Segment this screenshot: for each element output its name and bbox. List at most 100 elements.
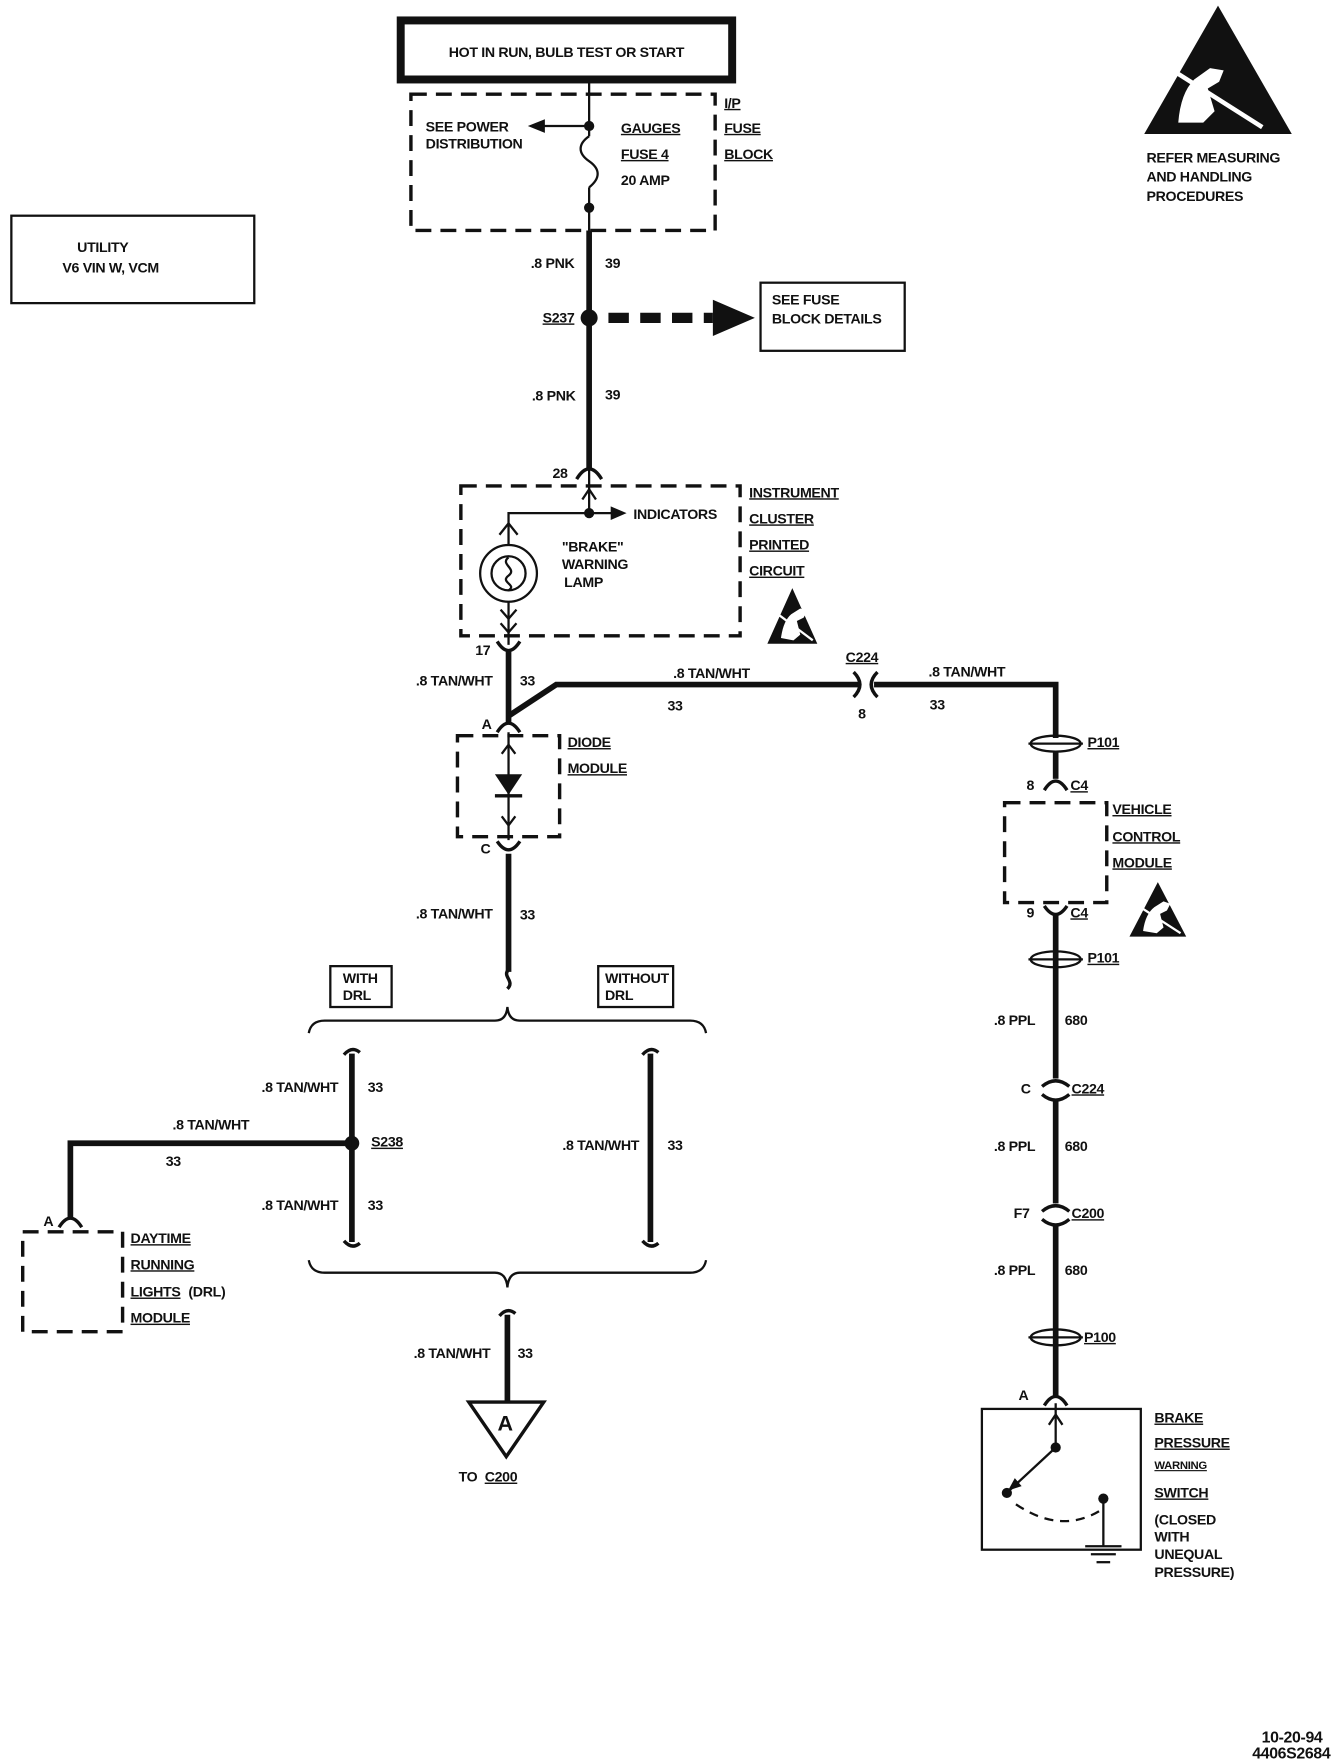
switch-label3: WARNING — [1154, 1460, 1207, 1472]
fuse-block-outline — [409, 92, 717, 233]
indicators-label: INDICATORS — [633, 507, 717, 523]
fuse-block-label1: I/P — [724, 96, 740, 112]
vcm-label2: CONTROL — [1112, 829, 1180, 845]
cluster-label2: CLUSTER — [749, 511, 814, 527]
power-header-text: HOT IN RUN, BULB TEST OR START — [449, 45, 685, 61]
vcm-c4-label: C4 — [1070, 905, 1088, 921]
vcm-pin-9 — [1042, 904, 1069, 917]
esd-notice: REFER MEASURING AND HANDLING PROCEDURES — [1144, 5, 1292, 205]
wire-break-mark — [641, 1239, 660, 1248]
cluster-label4: CIRCUIT — [749, 564, 805, 580]
diode-module: A DIODE MODULE C — [455, 717, 627, 858]
option-brace-top — [307, 1006, 708, 1034]
connector-c224-female — [869, 670, 879, 699]
switch-outline — [980, 1407, 1142, 1551]
chevron-down-icon — [500, 815, 517, 828]
wire-label: .8 TAN/WHT — [416, 906, 493, 922]
wire-break-mark — [504, 968, 512, 991]
with-drl-line1: WITH — [343, 971, 378, 987]
lamp-feed-line — [507, 512, 590, 545]
vehicle-control-module: 8 C4 VEHICLE CONTROL MODULE 9 C4 — [1002, 778, 1187, 937]
drl-pin-a-label: A — [43, 1214, 53, 1230]
wire-label: .8 TAN/WHT — [562, 1138, 639, 1154]
power-header-frame — [396, 16, 737, 84]
connector-c200-label: C200 — [1072, 1206, 1105, 1222]
switch-note3: UNEQUAL — [1154, 1547, 1222, 1563]
wire-label: .8 TAN/WHT — [173, 1118, 250, 1134]
connector-c224-male — [1040, 1079, 1071, 1088]
pin-28-label: 28 — [552, 466, 568, 482]
tan-wht-wire-to-c224 — [508, 681, 859, 718]
drl-module-outline — [21, 1230, 125, 1334]
wire-break-mark — [641, 1047, 660, 1056]
drl-label1: DAYTIME — [131, 1231, 191, 1247]
lamp-label-line1: "BRAKE" — [562, 540, 624, 556]
fuse-rating: 20 AMP — [621, 173, 670, 189]
chevron-down-icon — [499, 608, 518, 621]
see-power-line1: SEE POWER — [426, 120, 509, 136]
switch-label1: BRAKE — [1154, 1411, 1203, 1427]
fuse-details-line2: BLOCK DETAILS — [772, 312, 882, 328]
connector-p100: P100 — [1028, 1328, 1117, 1347]
circuit-number: 33 — [930, 698, 946, 714]
wire-label: .8 PPL — [994, 1263, 1036, 1279]
arrow-left-icon — [527, 119, 545, 133]
vehicle-info-line1: UTILITY — [77, 240, 129, 256]
splice-s238-label: S238 — [371, 1135, 403, 1151]
circuit-number: 33 — [518, 1346, 534, 1362]
esd-warning-icon — [1144, 5, 1292, 134]
switch-travel-arc — [1015, 1503, 1102, 1523]
wire-break-mark — [342, 1047, 361, 1056]
connector-c200-male — [1040, 1204, 1071, 1213]
circuit-number: 33 — [368, 1198, 384, 1214]
diode-pin-c — [495, 840, 522, 852]
drl-label3-suffix: (DRL) — [188, 1285, 226, 1301]
circuit-number: 33 — [667, 1138, 683, 1154]
brake-pressure-switch: A BRAKE PRESSURE WARNING SWITCH (CLOSED … — [980, 1388, 1235, 1581]
with-drl-box — [329, 965, 393, 1009]
offpage-symbol: A — [498, 1410, 513, 1435]
wire-label: .8 TAN/WHT — [673, 666, 750, 682]
diode-pin-c-label: C — [480, 842, 490, 858]
connector-pin-28 — [575, 467, 604, 481]
switch-label2: PRESSURE — [1154, 1436, 1229, 1452]
chevron-up-icon — [581, 487, 597, 501]
diode-pin-a-label: A — [482, 717, 492, 733]
wire-label: .8 TAN/WHT — [929, 665, 1006, 681]
connector-c224-label: C224 — [1072, 1081, 1105, 1097]
splice-s237-label: S237 — [543, 310, 575, 326]
cluster-label1: INSTRUMENT — [749, 485, 839, 501]
connector-c200-female — [1040, 1217, 1071, 1227]
circuit-number: 33 — [166, 1154, 182, 1170]
offpage-triangle-icon — [465, 1400, 547, 1460]
lamp-label-line2: WARNING — [562, 557, 628, 573]
circuit-number: 33 — [667, 699, 683, 715]
vcm-label3: MODULE — [1112, 855, 1171, 871]
wire-label: .8 TAN/WHT — [262, 1198, 339, 1214]
circuit-number: 39 — [605, 256, 621, 272]
chevron-up-icon — [1047, 1412, 1064, 1426]
without-drl-option: WITHOUT DRL — [597, 965, 675, 1009]
without-drl-line2: DRL — [605, 988, 634, 1004]
esd-notice-line3: PROCEDURES — [1146, 189, 1243, 205]
wire-label: .8 PNK — [532, 389, 577, 405]
lamp-label-line3: LAMP — [564, 575, 603, 591]
offpage-to-label: TO — [459, 1470, 478, 1486]
diode-icon — [494, 774, 523, 795]
circuit-number: 33 — [520, 908, 536, 924]
connector-c224-upper: C224 8 — [846, 650, 879, 723]
connector-c224-label: C224 — [846, 650, 879, 666]
splice-s237: S237 SEE FUSE BLOCK DETAILS — [543, 281, 906, 352]
wire-label: .8 PNK — [531, 256, 576, 272]
connector-p101-lower: P101 — [1028, 950, 1120, 969]
vcm-c4-label: C4 — [1070, 778, 1088, 794]
fuse-output-junction — [584, 202, 595, 213]
connector-p101-label: P101 — [1087, 735, 1119, 751]
circuit-number: 39 — [605, 388, 621, 404]
wire-label: .8 TAN/WHT — [416, 674, 493, 690]
esd-warning-icon — [1129, 882, 1187, 937]
chevron-up-icon — [498, 521, 519, 536]
drl-label3: LIGHTS — [131, 1285, 181, 1301]
with-drl-option: WITH DRL — [329, 965, 393, 1009]
